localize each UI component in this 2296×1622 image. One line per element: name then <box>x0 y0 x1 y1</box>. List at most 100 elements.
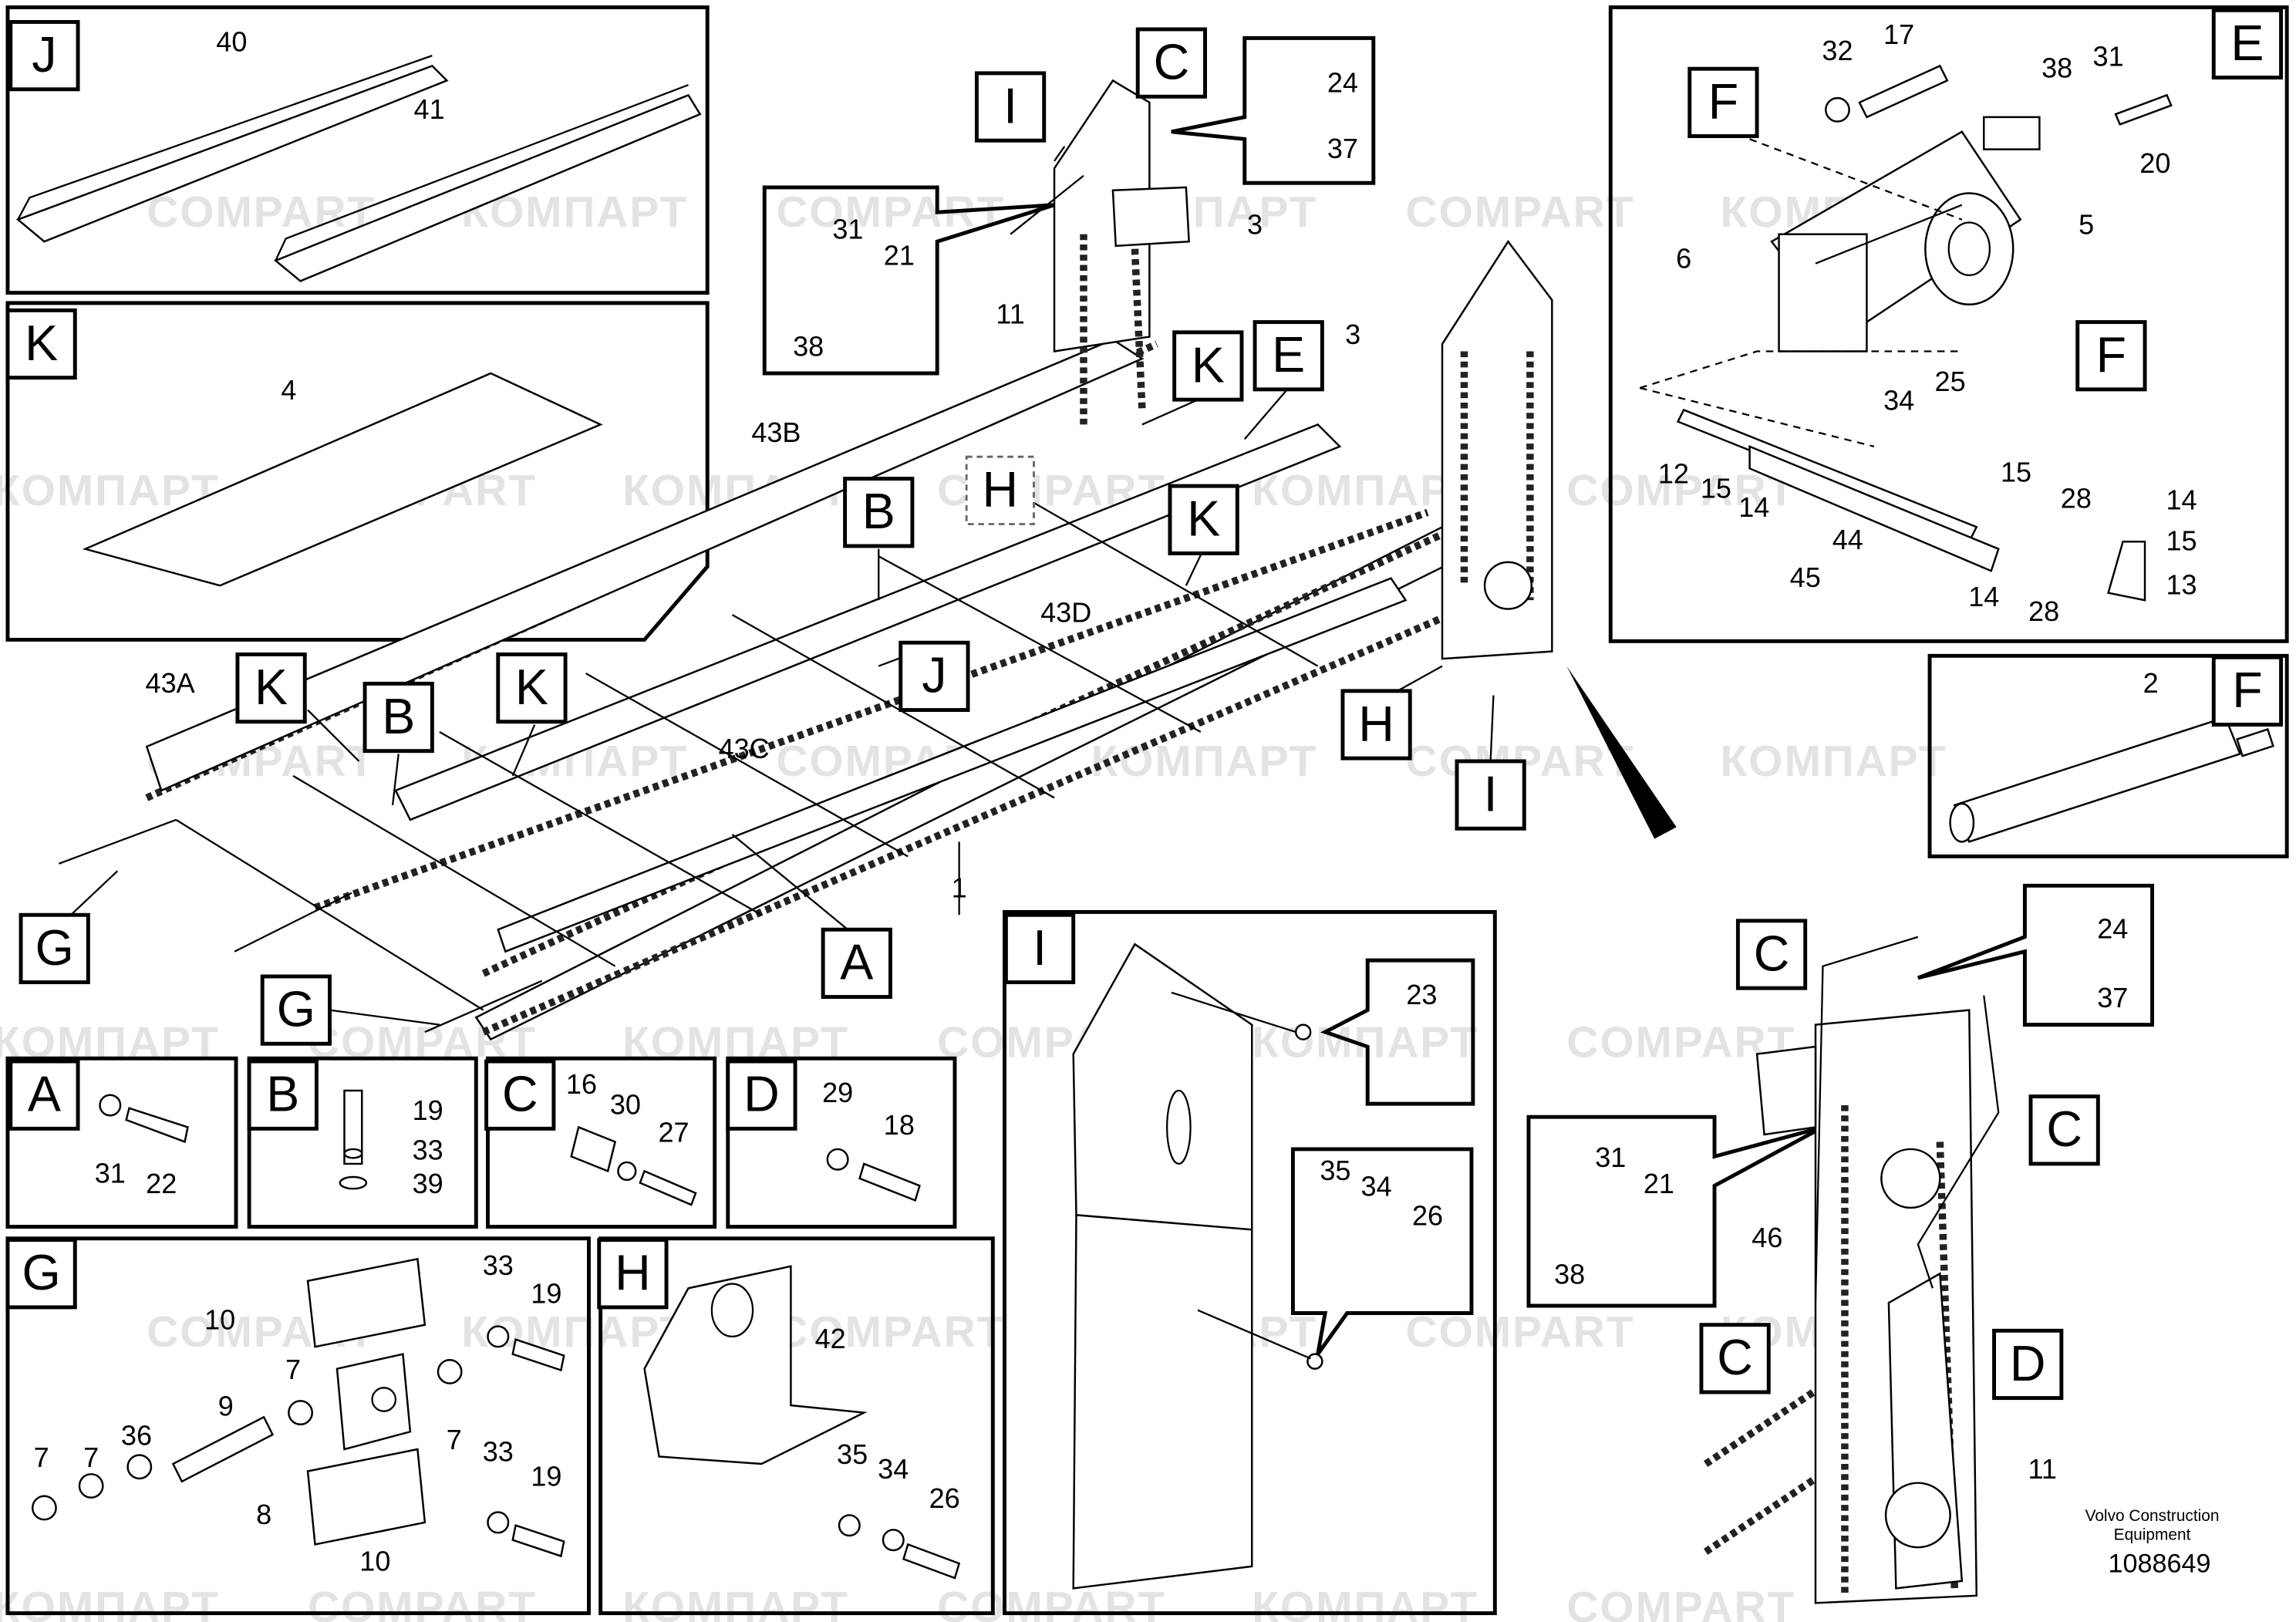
part-number-label: 39 <box>413 1168 443 1199</box>
part-number-label: 26 <box>929 1482 960 1514</box>
part-number-label: 38 <box>793 330 824 362</box>
callout-letter: D <box>2010 1336 2046 1391</box>
panel-h-frame <box>598 1236 995 1616</box>
part-number-label: 15 <box>1701 472 1731 504</box>
callout-box-panels-C-letter: C <box>484 1059 556 1131</box>
part-number-label: 30 <box>610 1088 641 1120</box>
part-number-label: 38 <box>1554 1259 1585 1290</box>
callout-letter: F <box>2232 663 2262 718</box>
callout-box-frame <box>1735 919 1808 990</box>
callout-letter: C <box>1717 1330 1753 1385</box>
callout-letter: C <box>1754 926 1790 981</box>
part-number-label: 20 <box>2139 147 2170 179</box>
part-number-label: 16 <box>566 1068 597 1100</box>
part-number-label: 4 <box>281 374 296 406</box>
roller-2 <box>1949 716 2274 843</box>
part-number-label: 34 <box>1883 384 1914 416</box>
callout-letter: K <box>1192 337 1225 393</box>
panel-a-frame <box>5 1056 238 1229</box>
callout-box-frame <box>1168 484 1239 555</box>
watermark: COMPART <box>147 187 376 237</box>
panel-d-hardware <box>826 1148 921 1202</box>
callout-box-frame <box>1340 689 1412 760</box>
panel-i-washer-callout <box>1290 1147 1474 1356</box>
dashed-guides <box>1639 138 1963 447</box>
callout-box-panels-E-letter: E <box>2211 8 2284 80</box>
part-number-label: 14 <box>2166 484 2197 516</box>
callout-letter: G <box>22 1245 61 1300</box>
part-number-label: 43C <box>719 733 770 764</box>
callout-letter: A <box>840 935 873 990</box>
watermark: КОМПАРТ <box>1252 466 1478 515</box>
callout-box-frame <box>1172 330 1244 402</box>
callout-box-main-letters-5: B <box>843 477 915 548</box>
callout-box-frame <box>247 1059 319 1131</box>
plate-4 <box>82 372 603 587</box>
callout-box-frame <box>821 927 892 1000</box>
watermark: COMPART <box>1406 187 1635 237</box>
part-number-label: 38 <box>2041 52 2072 84</box>
panel-c-frame <box>486 1056 717 1229</box>
callout-box-frame <box>843 477 915 548</box>
watermark: COMPART <box>308 1583 537 1622</box>
callout-letter: B <box>266 1067 299 1122</box>
callout-box-frame <box>260 974 332 1046</box>
part-number-label: 28 <box>2061 483 2092 514</box>
callout-box-panels-J-letter: J <box>8 20 80 92</box>
callout-box-panels-D-letter: D <box>726 1059 797 1131</box>
callout-letter: J <box>32 27 56 83</box>
callout-box-main-letters-6: K <box>1168 484 1239 555</box>
panel-i-frame <box>1003 909 1497 1616</box>
part-number-label: 19 <box>531 1461 561 1492</box>
part-number-label: 37 <box>2097 982 2128 1013</box>
part-number-label: 7 <box>34 1442 49 1473</box>
panel-b-hardware <box>339 1089 368 1190</box>
drawing-number: 1088649 <box>2109 1549 2211 1578</box>
part-number-label: 11 <box>2028 1453 2056 1485</box>
part-number-label: 43B <box>751 416 801 448</box>
callout-box-main-letters-4: H <box>965 455 1035 525</box>
part-number-label: 8 <box>256 1499 271 1530</box>
watermark: COMPART <box>1566 1017 1795 1067</box>
callout-box-frame <box>19 912 90 985</box>
callout-box-frame <box>362 681 434 754</box>
part-number-label: 37 <box>1327 133 1358 164</box>
callout-box-panels-F-letter: F <box>2211 655 2284 727</box>
callout-box-main-letters-9: B <box>362 681 434 754</box>
part-number-label: 43D <box>1040 597 1091 629</box>
callout-box-detail-letters-0: C <box>1735 919 1808 990</box>
part-number-label: 33 <box>483 1249 514 1281</box>
callout-letter: G <box>35 920 74 976</box>
callout-box-main-letters-1: I <box>974 71 1047 143</box>
callout-box-frame <box>496 652 568 724</box>
callout-box-panels-B-letter: B <box>247 1059 319 1131</box>
panel-i-bolt-callout <box>1320 958 1475 1106</box>
panel-g-hardware <box>31 1257 565 1558</box>
part-number-label: 34 <box>878 1453 909 1485</box>
callout-letter: C <box>502 1067 538 1122</box>
part-number-label: 24 <box>1327 67 1358 99</box>
bolt-17 <box>1858 64 1949 119</box>
callout-box-frame <box>726 1059 797 1131</box>
callout-box-frame <box>597 1238 669 1310</box>
callout-letter: J <box>922 648 946 703</box>
callout-box-frame <box>2211 655 2284 727</box>
part-number-label: 2 <box>2143 667 2159 699</box>
callout-letter: B <box>382 689 415 744</box>
credit-line-1: Volvo Construction <box>2085 1507 2220 1525</box>
callout-box-panels-E-sub_letters-1: F <box>2075 320 2147 392</box>
fitting-13 <box>2107 541 2146 602</box>
callout-box-main-letters-7: K <box>235 652 307 724</box>
watermark: КОМПАРТ <box>1721 737 1947 786</box>
callout-letter: C <box>2046 1101 2082 1157</box>
credit-line-2: Equipment <box>2114 1526 2191 1544</box>
part-number-label: 18 <box>884 1109 915 1141</box>
part-number-label: 15 <box>2166 525 2197 557</box>
bolt-callout-frame <box>1171 35 1376 185</box>
plate <box>1983 116 2041 150</box>
arrow-to-detail <box>1566 666 1677 839</box>
part-number-label: 5 <box>2079 209 2094 241</box>
part-number-label: 31 <box>2093 40 2124 72</box>
part-number-label: 25 <box>1935 366 1966 397</box>
callout-box-detail-letters-1: C <box>2028 1094 2100 1166</box>
